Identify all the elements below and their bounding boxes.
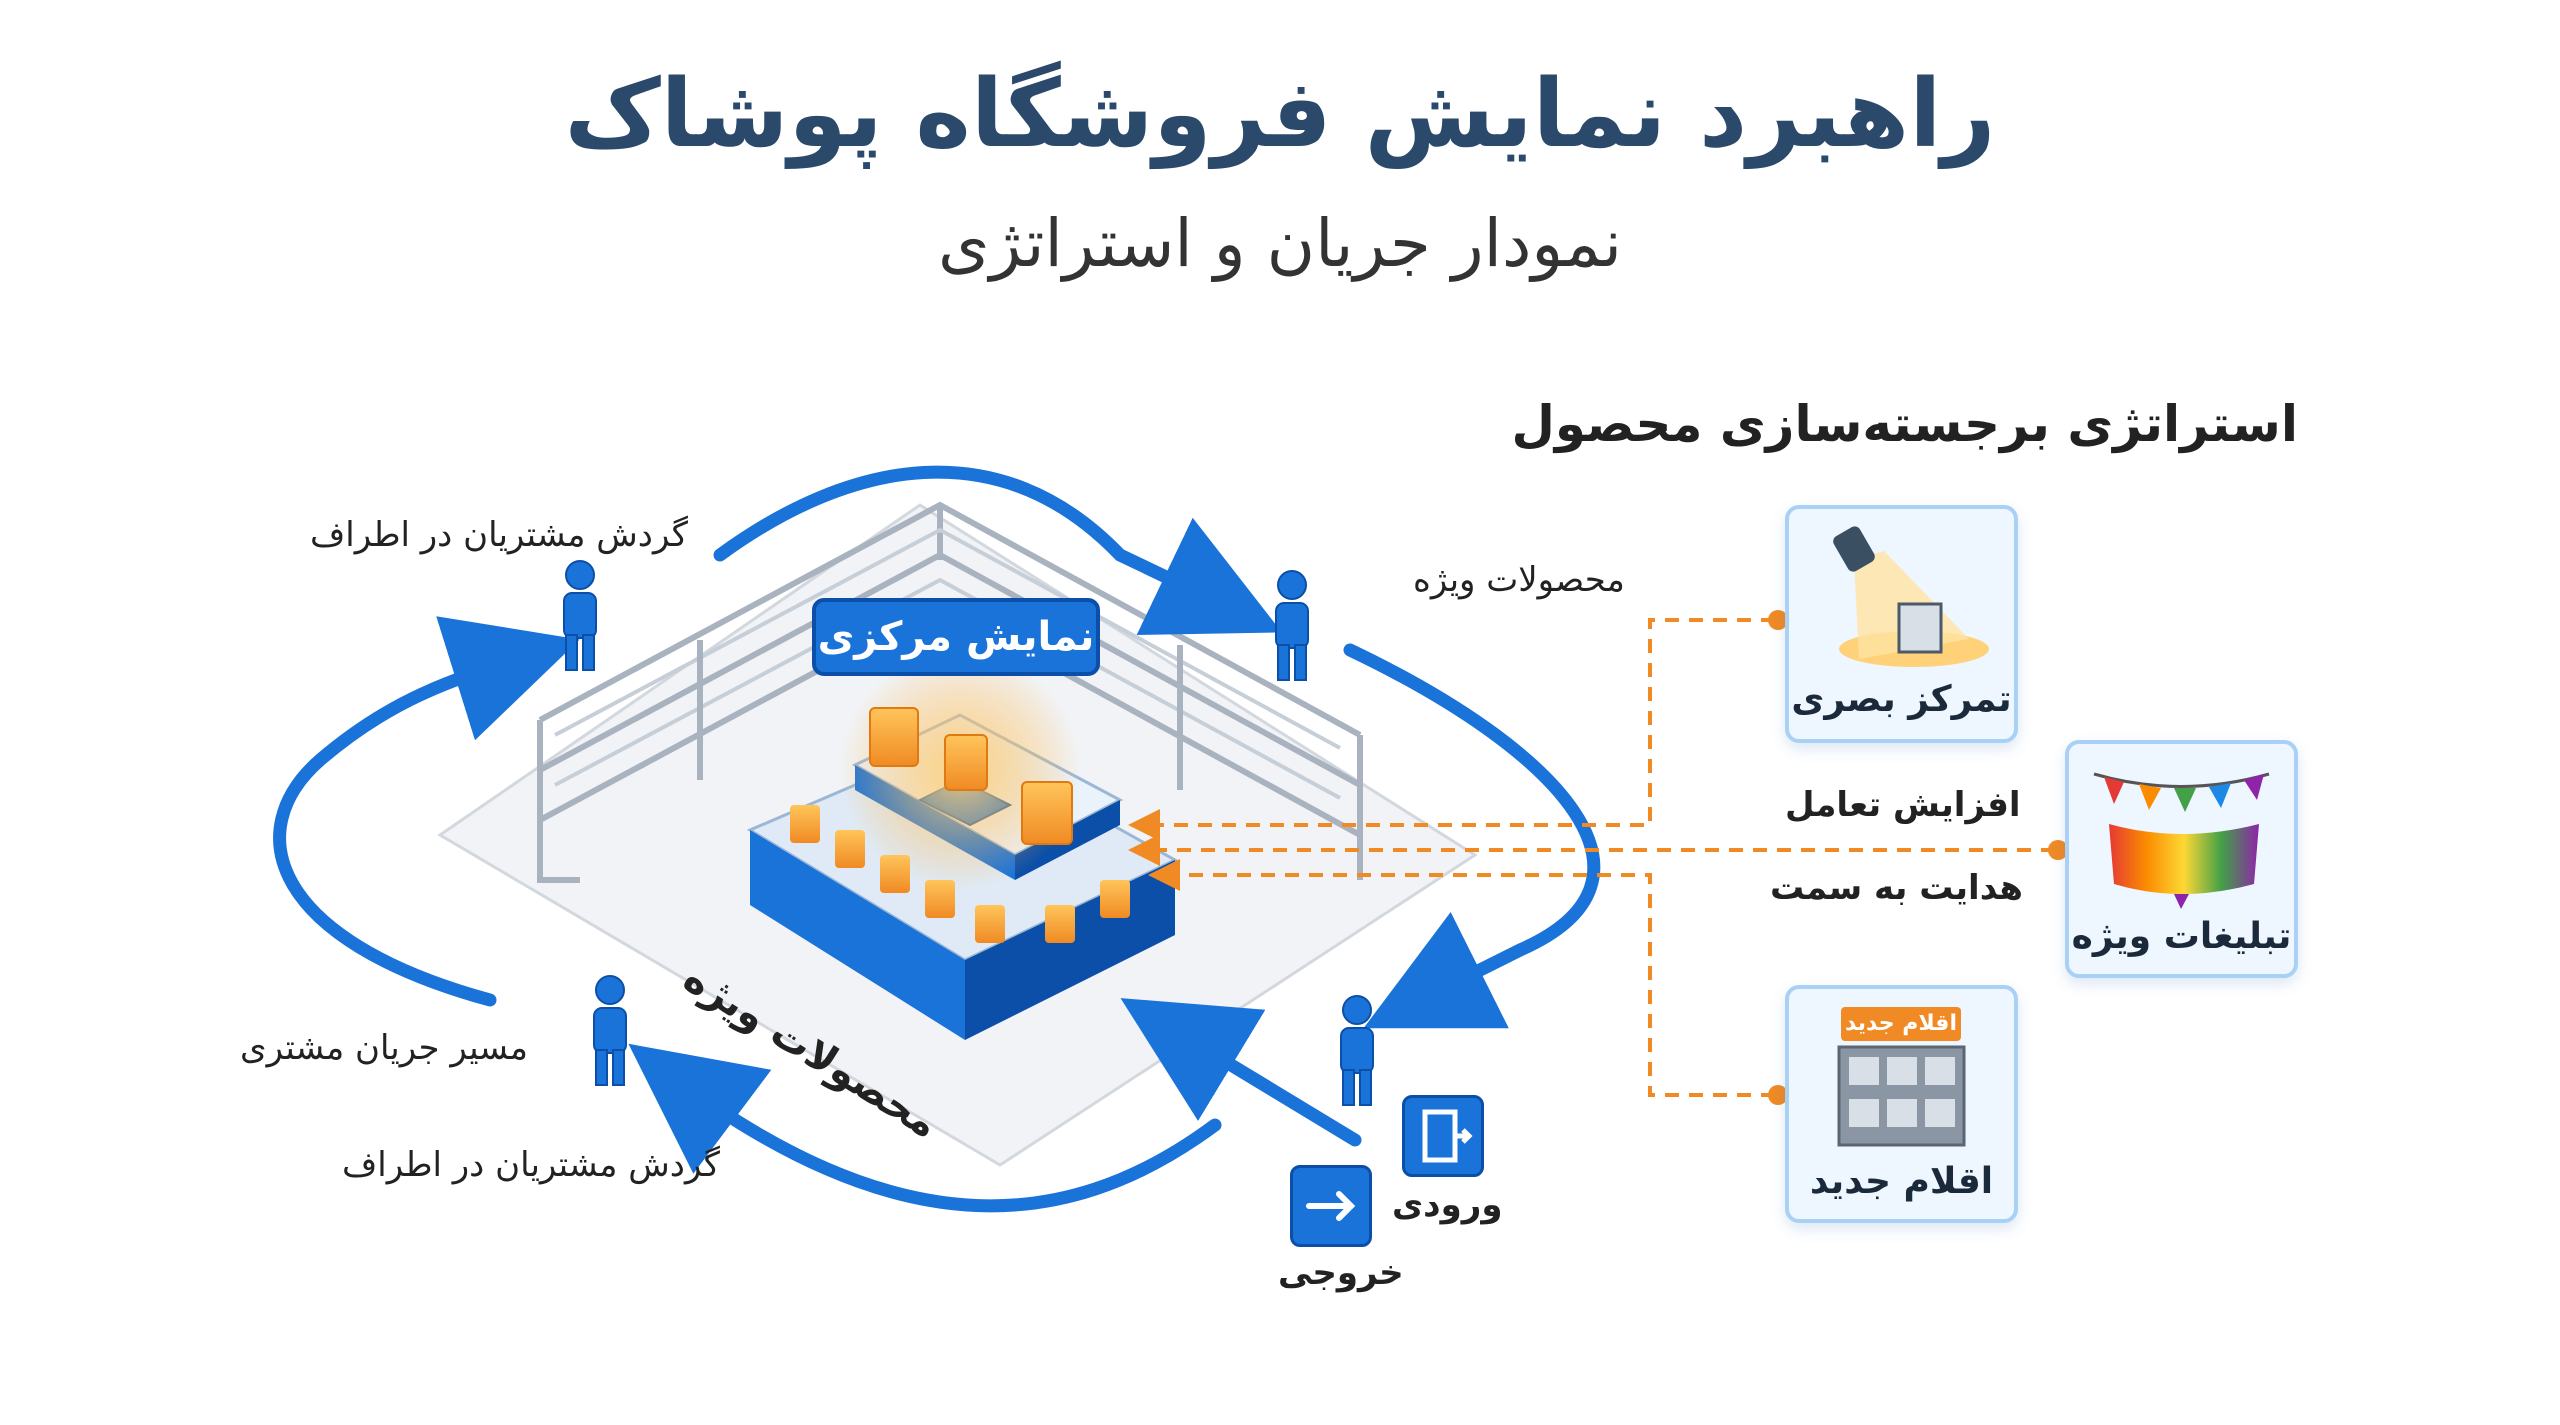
bunting-banner-icon [2093,772,2270,909]
increase-engagement-label: افزایش تعامل [1785,785,2021,825]
strategy-heading: استراتژی برجسته‌سازی محصول [1511,395,2298,453]
card-label: اقلام جدید [1809,1161,1994,1202]
new-items-badge: اقلام جدید [1841,1007,1961,1041]
guide-toward-label: هدایت به سمت [1770,868,2023,908]
person-icon [1275,570,1309,681]
page-title: راهبرد نمایش فروشگاه پوشاک [564,60,1996,169]
person-icon [563,560,597,671]
page-subtitle: نمودار جریان و استراتژی [938,205,1622,282]
person-icon [1340,995,1374,1106]
card-label: تبلیغات ویژه [2071,916,2292,957]
strategy-card-visual-focus: تمرکز بصری [1785,505,2018,743]
strategy-card-new-items: اقلام جدید اقلام جدید [1785,985,2018,1223]
customer-flow-path-label: مسیر جریان مشتری [240,1028,528,1068]
spotlight-icon [1833,526,1989,667]
exit-label: خروجی [1278,1253,1404,1293]
strategy-connectors [1128,618,2055,1097]
entrance-icon [1402,1095,1484,1177]
circulation-bottom-label: گردش مشتریان در اطراف [342,1145,720,1185]
featured-product-boxes [790,650,1130,943]
connector-dots [1768,610,2068,1105]
card-label: تمرکز بصری [1791,679,2012,720]
featured-products-label: محصولات ویژه [1413,560,1625,600]
center-display-tag: نمایش مرکزی [812,598,1100,676]
new-items-shelf-icon [1837,1045,1966,1147]
circulation-top-label: گردش مشتریان در اطراف [310,515,688,555]
exit-icon [1290,1165,1372,1247]
customer-figures [563,560,1374,1106]
person-icon [593,975,627,1086]
strategy-card-special-promotions: تبلیغات ویژه [2065,740,2298,978]
entrance-label: ورودی [1392,1185,1503,1225]
customer-flow-arrows [273,465,1601,1213]
